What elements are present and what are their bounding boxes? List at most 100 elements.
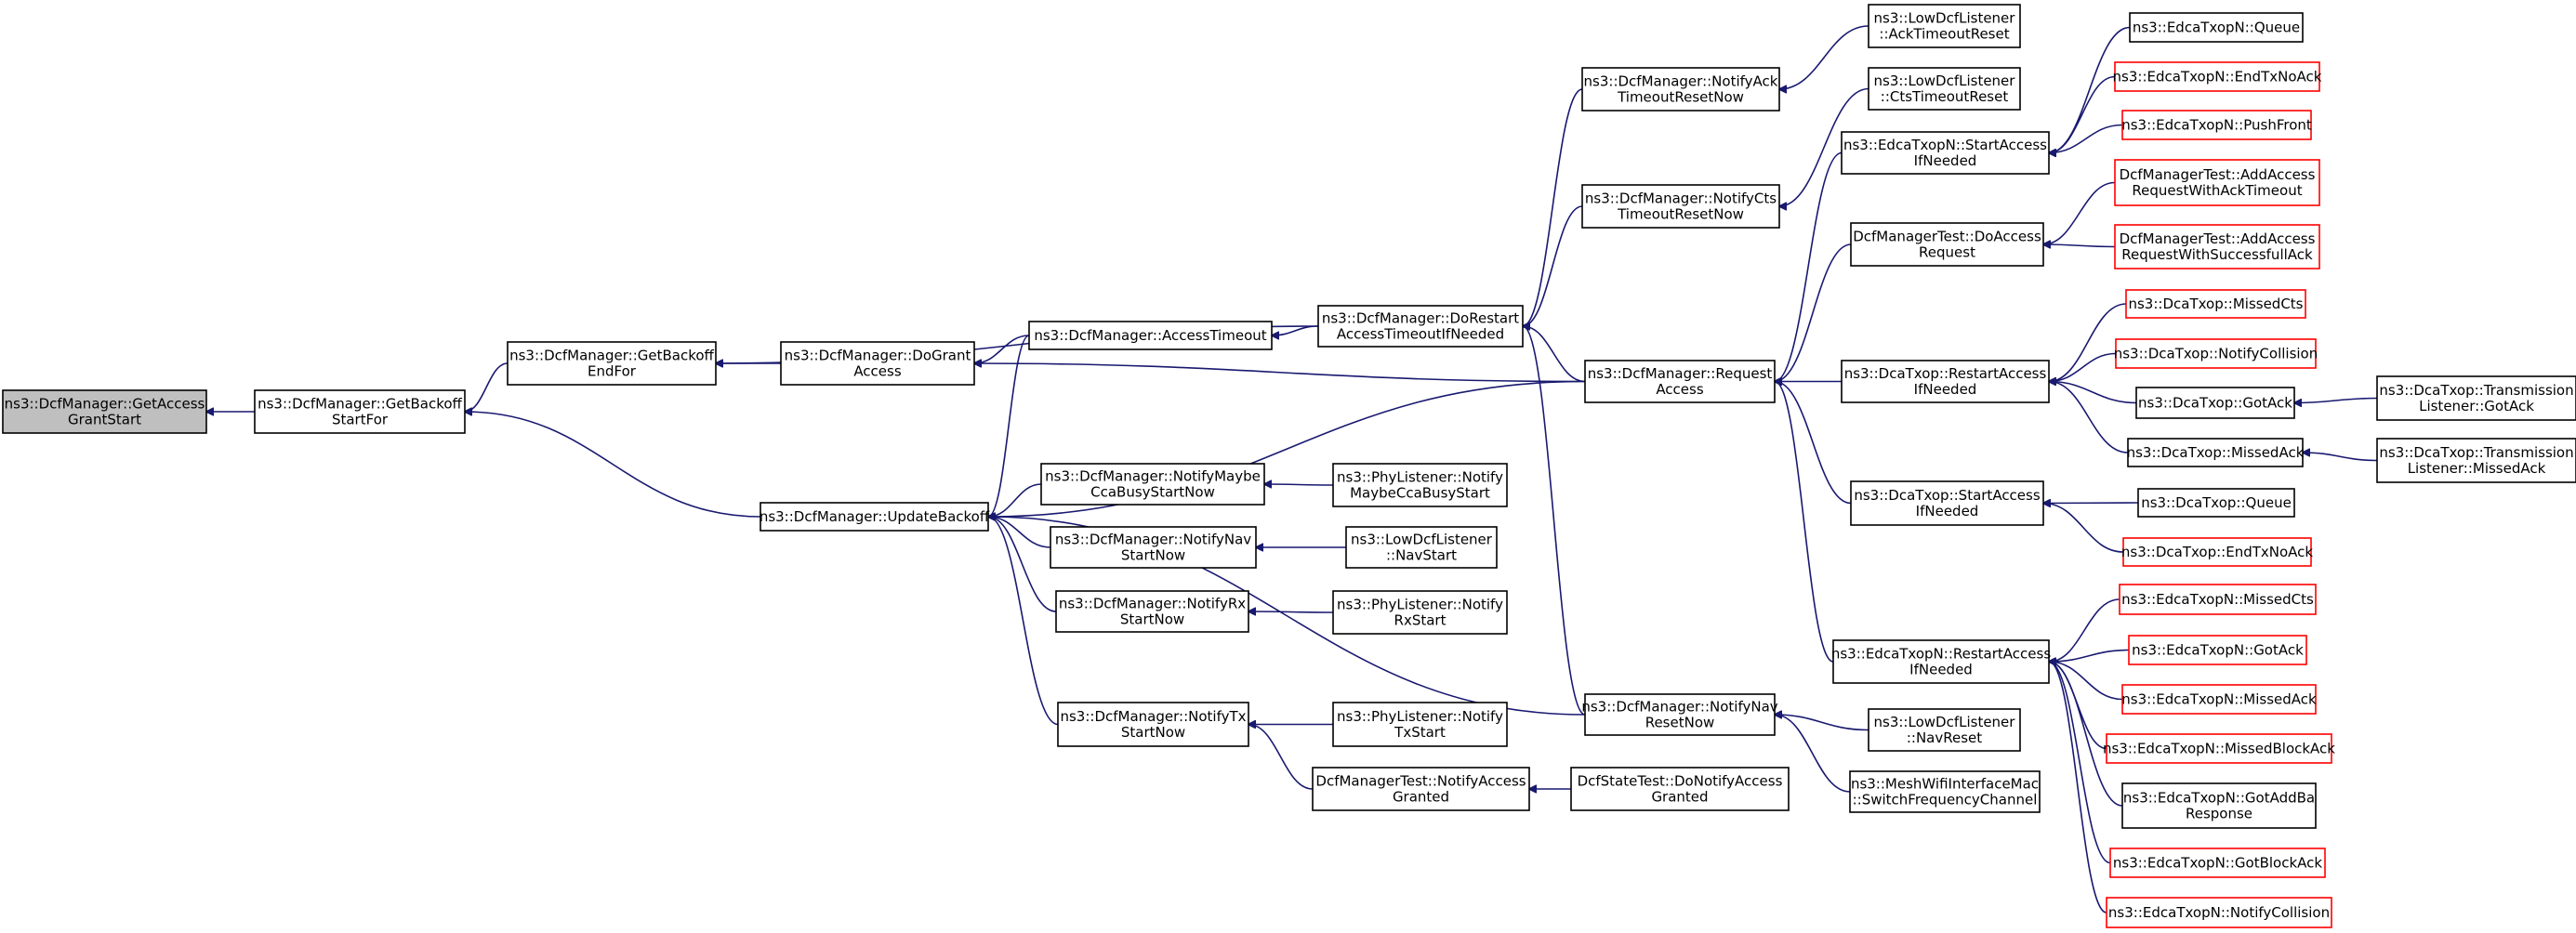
node-box xyxy=(760,502,989,532)
node-box xyxy=(2121,782,2317,829)
node-label: Granted xyxy=(1651,789,1708,806)
node-ns3-edcatxopn-missedblockack[interactable]: ns3::EdcaTxopN::MissedBlockAck xyxy=(2103,733,2335,764)
node-ns3-dcatxop-transmission-listener-gotack[interactable]: ns3::DcaTxop::TransmissionListener::GotA… xyxy=(2376,375,2576,421)
node-ns3-edcatxopn-notifycollision[interactable]: ns3::EdcaTxopN::NotifyCollision xyxy=(2106,897,2332,928)
node-label: ns3::PhyListener::Notify xyxy=(1337,708,1503,725)
edge-n19-to-n4 xyxy=(974,363,1586,383)
node-dcfmanagertest-addaccess-requestwithsuccessfullack[interactable]: DcfManagerTest::AddAccessRequestWithSucc… xyxy=(2114,224,2320,269)
node-box xyxy=(2376,438,2576,483)
node-label: ns3::EdcaTxopN::NotifyCollision xyxy=(2108,904,2330,921)
node-box xyxy=(1868,708,2021,752)
node-ns3-lowdcflistener-acktimeoutreset[interactable]: ns3::LowDcfListener::AckTimeoutReset xyxy=(1868,4,2021,48)
node-ns3-meshwifiinterfacemac-switchfrequencychannel[interactable]: ns3::MeshWifiInterfaceMac::SwitchFrequen… xyxy=(1849,770,2041,813)
edge-n44-to-n29 xyxy=(2049,649,2130,663)
node-ns3-dcatxop-missedack[interactable]: ns3::DcaTxop::MissedAck xyxy=(2127,438,2305,467)
node-label: ns3::DcaTxop::RestartAccess xyxy=(1844,365,2047,382)
edge-n9-to-n3 xyxy=(988,517,1057,612)
node-ns3-dcatxop-notifycollision[interactable]: ns3::DcaTxop::NotifyCollision xyxy=(2114,338,2318,369)
node-label: ::AckTimeoutReset xyxy=(1879,26,2009,43)
node-ns3-dcfmanager-notifymaybe-ccabusystartnow[interactable]: ns3::DcfManager::NotifyMaybeCcaBusyStart… xyxy=(1040,463,1265,506)
node-label: ns3::EdcaTxopN::EndTxNoAck xyxy=(2113,69,2322,85)
node-ns3-dcfmanager-notifyack-timeoutresetnow[interactable]: ns3::DcfManager::NotifyAckTimeoutResetNo… xyxy=(1581,67,1780,112)
node-ns3-dcfmanager-updatebackoff[interactable]: ns3::DcfManager::UpdateBackoff xyxy=(760,502,990,532)
node-box xyxy=(2109,848,2326,878)
node-label: ns3::EdcaTxopN::GotAddBa xyxy=(2123,790,2315,807)
edge-n8-to-n3 xyxy=(988,517,1051,548)
node-label: StartFor xyxy=(332,412,389,428)
node-box xyxy=(1581,184,1780,229)
edge-n21-to-n17 xyxy=(1779,25,1869,89)
node-box xyxy=(2,389,207,434)
node-label: ns3::DcaTxop::Queue xyxy=(2141,494,2292,511)
edge-n10-to-n3 xyxy=(988,517,1059,726)
node-ns3-dcfmanager-notifycts-timeoutresetnow[interactable]: ns3::DcfManager::NotifyCtsTimeoutResetNo… xyxy=(1581,184,1780,229)
node-box xyxy=(2135,387,2295,419)
node-ns3-edcatxopn-gotblockack[interactable]: ns3::EdcaTxopN::GotBlockAck xyxy=(2109,848,2326,878)
node-ns3-dcfmanager-dorestart-accesstimeoutifneeded[interactable]: ns3::DcfManager::DoRestartAccessTimeoutI… xyxy=(1317,305,1524,348)
edge-n17-to-n6 xyxy=(1523,88,1583,326)
node-ns3-dcatxop-gotack[interactable]: ns3::DcaTxop::GotAck xyxy=(2135,387,2295,419)
node-label: Response xyxy=(2186,806,2252,822)
node-ns3-dcfmanager-accesstimeout[interactable]: ns3::DcfManager::AccessTimeout xyxy=(1028,321,1273,350)
node-ns3-lowdcflistener-navreset[interactable]: ns3::LowDcfListener::NavReset xyxy=(1868,708,2021,752)
edge-n19-to-n6 xyxy=(1523,326,1586,383)
node-box xyxy=(2121,110,2312,140)
node-label: TimeoutResetNow xyxy=(1617,89,1744,106)
node-label: TxStart xyxy=(1394,724,1446,741)
node-box xyxy=(1584,360,1776,403)
edge-n32-to-n25 xyxy=(2049,124,2123,153)
node-ns3-dcatxop-transmission-listener-missedack[interactable]: ns3::DcaTxop::TransmissionListener::Miss… xyxy=(2376,438,2576,483)
node-ns3-dcatxop-queue[interactable]: ns3::DcaTxop::Queue xyxy=(2137,488,2295,518)
node-label: RequestWithSuccessfullAck xyxy=(2121,246,2313,263)
node-ns3-lowdcflistener-ctstimeoutreset[interactable]: ns3::LowDcfListener::CtsTimeoutReset xyxy=(1868,67,2021,111)
node-box xyxy=(2114,61,2320,92)
node-label: ns3::DcaTxop::MissedCts xyxy=(2128,296,2303,312)
node-label: ns3::DcfManager::Request xyxy=(1588,365,1773,382)
node-label: ns3::DcaTxop::NotifyCollision xyxy=(2114,346,2318,362)
node-ns3-lowdcflistener-navstart[interactable]: ns3::LowDcfListener::NavStart xyxy=(1345,526,1498,569)
edge-n7-to-n3 xyxy=(988,483,1042,517)
node-ns3-dcatxop-missedcts[interactable]: ns3::DcaTxop::MissedCts xyxy=(2125,289,2306,319)
node-ns3-edcatxopn-endtxnoack[interactable]: ns3::EdcaTxopN::EndTxNoAck xyxy=(2113,61,2322,92)
node-box xyxy=(2127,438,2304,467)
node-label: ns3::DcaTxop::MissedAck xyxy=(2127,444,2305,461)
node-ns3-edcatxopn-queue[interactable]: ns3::EdcaTxopN::Queue xyxy=(2129,12,2304,43)
node-box xyxy=(1850,222,2044,267)
node-box xyxy=(1584,693,1776,736)
edge-n38-to-n27 xyxy=(2049,382,2129,453)
node-ns3-edcatxopn-gotack[interactable]: ns3::EdcaTxopN::GotAck xyxy=(2128,635,2307,665)
node-label: DcfManagerTest::NotifyAccess xyxy=(1315,773,1526,790)
node-label: ns3::EdcaTxopN::GotBlockAck xyxy=(2113,855,2323,872)
node-label: StartNow xyxy=(1120,611,1184,628)
node-box xyxy=(1849,770,2041,813)
node-box xyxy=(2114,224,2320,269)
node-ns3-edcatxopn-missedcts[interactable]: ns3::EdcaTxopN::MissedCts xyxy=(2119,584,2317,615)
node-ns3-dcatxop-endtxnoack[interactable]: ns3::DcaTxop::EndTxNoAck xyxy=(2121,537,2314,567)
node-ns3-phylistener-notify-maybeccabusystart[interactable]: ns3::PhyListener::NotifyMaybeCcaBusyStar… xyxy=(1332,463,1508,507)
node-ns3-edcatxopn-missedack[interactable]: ns3::EdcaTxopN::MissedAck xyxy=(2121,684,2317,715)
node-box xyxy=(1332,702,1508,747)
node-label: ns3::DcfManager::NotifyAck xyxy=(1584,73,1778,90)
node-label: IfNeeded xyxy=(1914,152,1977,169)
node-dcfmanagertest-addaccess-requestwithacktimeout[interactable]: DcfManagerTest::AddAccessRequestWithAckT… xyxy=(2114,159,2320,206)
node-ns3-edcatxopn-pushfront[interactable]: ns3::EdcaTxopN::PushFront xyxy=(2121,110,2312,140)
